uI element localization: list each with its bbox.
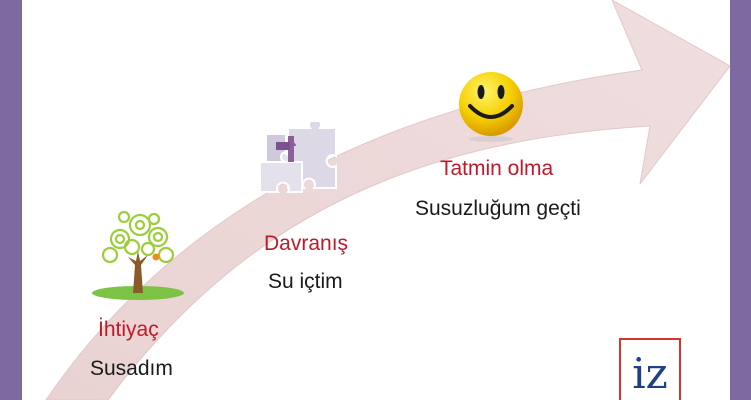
smiley-icon (459, 72, 523, 142)
diagram-stage: İhtiyaç Susadım Davranış Su içtim Tatmin… (22, 0, 730, 400)
stage-1-description: Susadım (90, 357, 173, 380)
right-frame-bar (730, 0, 751, 400)
left-frame-bar (0, 0, 22, 400)
stage-3-title: Tatmin olma (440, 157, 554, 180)
stage-1-title: İhtiyaç (98, 318, 159, 341)
stage-2-description: Su içtim (268, 270, 343, 293)
logo-text: iz (632, 349, 668, 398)
progress-arrow (45, 0, 730, 400)
stage-3-description: Susuzluğum geçti (415, 197, 581, 220)
iz-logo: iz (619, 338, 681, 400)
tree-icon (92, 210, 184, 300)
stage-2-title: Davranış (264, 232, 349, 255)
puzzle-icon (259, 122, 337, 193)
